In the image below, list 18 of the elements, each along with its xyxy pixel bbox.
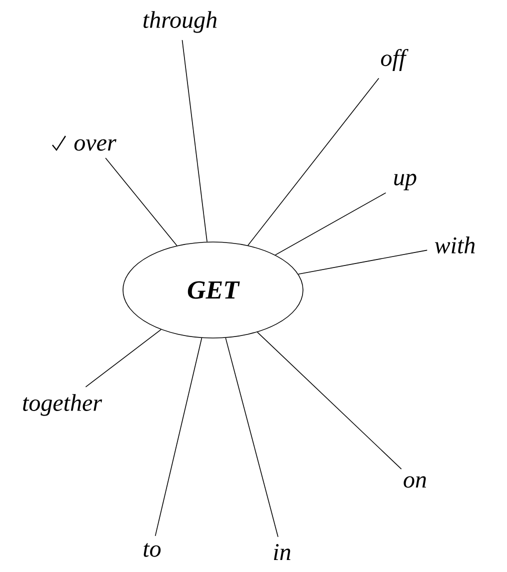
word-label: together (23, 394, 102, 416)
word-label: over (74, 139, 116, 151)
connector-line (256, 332, 402, 470)
connector-line (298, 250, 428, 275)
word-label: up (394, 174, 416, 190)
connector-line (225, 338, 278, 538)
connector-line (85, 329, 162, 388)
word-label: to (144, 543, 161, 557)
word-label: off (381, 49, 408, 71)
connector-line (274, 192, 386, 256)
word-label: in (274, 544, 290, 560)
word-label: on (404, 476, 426, 488)
connector-line (248, 78, 380, 246)
word-label: through (144, 11, 217, 33)
connector-line (182, 40, 208, 242)
word-label: with (434, 236, 475, 254)
connector-line (105, 158, 178, 246)
connector-line (154, 338, 202, 536)
